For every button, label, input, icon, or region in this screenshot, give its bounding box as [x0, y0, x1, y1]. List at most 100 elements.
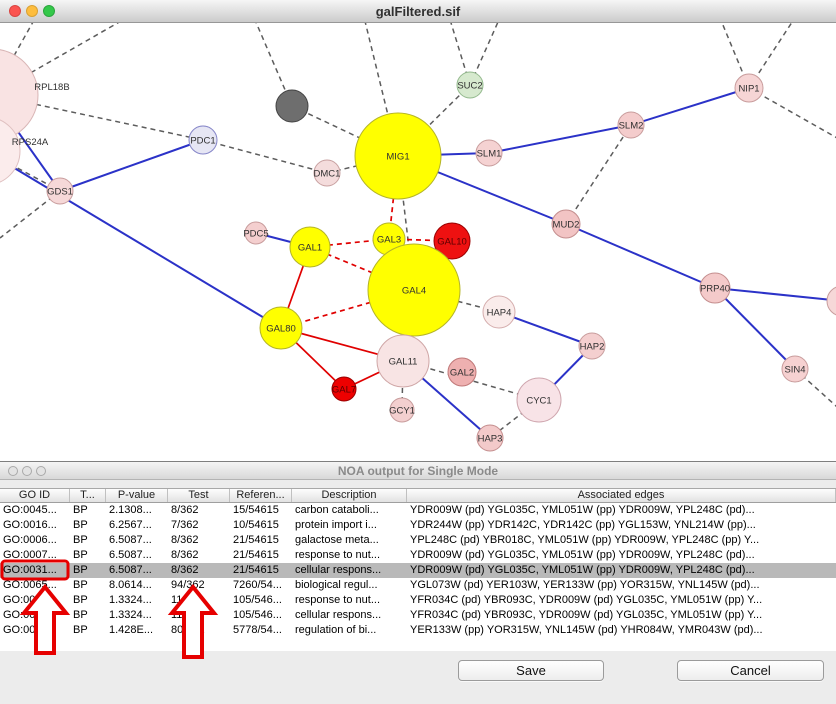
- node-rightnode[interactable]: [826, 286, 836, 316]
- node-GCY1[interactable]: [389, 397, 415, 423]
- edge-dark-offscreen[interactable]: [251, 12, 293, 107]
- node-PDC1[interactable]: [188, 125, 218, 155]
- node-SIN4[interactable]: [781, 355, 809, 383]
- edge-nip1-offscreen[interactable]: [748, 12, 799, 89]
- cancel-button[interactable]: Cancel: [677, 660, 824, 681]
- node-MIG1[interactable]: [354, 112, 442, 200]
- close-button[interactable]: [8, 466, 18, 476]
- edge-slm2-nip1[interactable]: [630, 87, 750, 126]
- table-cell: 105/546...: [233, 609, 282, 621]
- column-header-go-id[interactable]: GO ID: [0, 489, 70, 502]
- node-GAL7[interactable]: [331, 376, 357, 402]
- node-PDC5[interactable]: [244, 221, 268, 245]
- edge-mud2-slm2[interactable]: [565, 124, 632, 225]
- node-label-GAL4: GAL4: [402, 286, 426, 297]
- node-GDS1[interactable]: [46, 177, 74, 205]
- noa-window-titlebar[interactable]: NOA output for Single Mode: [0, 461, 836, 480]
- node-label-GAL3: GAL3: [377, 235, 401, 246]
- node-HAP2[interactable]: [578, 332, 606, 360]
- minimize-button[interactable]: [22, 466, 32, 476]
- node-label-SLM2: SLM2: [619, 121, 644, 132]
- table-cell: 7/362: [171, 519, 199, 531]
- node-HAP4[interactable]: [482, 295, 516, 329]
- node-GAL10[interactable]: [433, 222, 471, 260]
- table-cell: GO:0007...: [3, 549, 57, 561]
- zoom-button[interactable]: [43, 5, 55, 17]
- edge-nip1-offscreen[interactable]: [748, 87, 836, 143]
- edge-mud2-prp40[interactable]: [565, 223, 716, 289]
- table-cell: GO:0016...: [3, 519, 57, 531]
- node-label-PDC1: PDC1: [190, 136, 215, 147]
- table-cell: 105/546...: [233, 594, 282, 606]
- table-cell: 1.3324...: [109, 609, 152, 621]
- edge-gal80-rps24a[interactable]: [0, 151, 282, 329]
- node-dark[interactable]: [275, 89, 309, 123]
- network-graph: GDS1PDC1DMC1MIG1SUC2SLM1SLM2NIP1MUD2PRP4…: [0, 12, 836, 452]
- close-button[interactable]: [9, 5, 21, 17]
- node-CYC1[interactable]: [516, 377, 562, 423]
- table-cell: YPL248C (pd) YBR018C, YML051W (pp) YDR00…: [410, 534, 760, 546]
- node-GAL80[interactable]: [259, 306, 303, 350]
- table-cell: GO:0031...: [3, 564, 57, 576]
- table-cell: YFR034C (pd) YBR093C, YDR009W (pd) YGL03…: [410, 594, 763, 606]
- node-NIP1[interactable]: [734, 73, 764, 103]
- edge-pdc1-dmc1[interactable]: [202, 139, 328, 174]
- column-header-p-value[interactable]: P-value: [106, 489, 168, 502]
- table-cell: 10/54615: [233, 519, 279, 531]
- edge-dark-mig1[interactable]: [291, 105, 399, 157]
- node-GAL1[interactable]: [289, 226, 331, 268]
- table-cell: regulation of bi...: [295, 624, 377, 636]
- zoom-button[interactable]: [36, 466, 46, 476]
- edge-mig1-suc2[interactable]: [397, 84, 471, 157]
- edge-slm1-slm2[interactable]: [488, 124, 632, 154]
- node-rps24a[interactable]: [0, 117, 21, 185]
- minimize-button[interactable]: [26, 5, 38, 17]
- node-GAL11[interactable]: [376, 334, 430, 388]
- node-MUD2[interactable]: [551, 209, 581, 239]
- edge-bigleft-offscreen[interactable]: [0, 12, 39, 95]
- table-cell: 21/54615: [233, 534, 279, 546]
- column-header-description[interactable]: Description: [292, 489, 407, 502]
- network-window-titlebar[interactable]: galFiltered.sif: [0, 0, 836, 23]
- node-DMC1[interactable]: [313, 159, 341, 187]
- table-cell: response to nut...: [295, 549, 380, 561]
- edge-prp40-sin4[interactable]: [714, 287, 796, 370]
- node-GAL2[interactable]: [447, 357, 477, 387]
- node-SLM2[interactable]: [617, 111, 645, 139]
- table-cell: 7260/54...: [233, 579, 282, 591]
- node-SUC2[interactable]: [456, 71, 484, 99]
- node-GAL4[interactable]: [367, 243, 461, 337]
- edge-hap4-hap2[interactable]: [498, 311, 593, 347]
- node-label-GAL7: GAL7: [332, 385, 356, 396]
- node-label-HAP4: HAP4: [487, 308, 512, 319]
- table-cell: 21/54615: [233, 549, 279, 561]
- column-header-associated-edges[interactable]: Associated edges: [407, 489, 836, 502]
- column-header-referen-[interactable]: Referen...: [230, 489, 292, 502]
- save-button[interactable]: Save: [458, 660, 604, 681]
- window-title: NOA output for Single Mode: [337, 463, 499, 478]
- node-label-HAP2: HAP2: [580, 342, 605, 353]
- edge-mig1-offscreen[interactable]: [362, 12, 399, 157]
- node-PRP40[interactable]: [699, 272, 731, 304]
- node-SLM1[interactable]: [475, 139, 503, 167]
- column-header-t-[interactable]: T...: [70, 489, 106, 502]
- column-header-test[interactable]: Test: [168, 489, 230, 502]
- node-HAP3[interactable]: [476, 424, 504, 452]
- edge-gds1-pdc1[interactable]: [59, 139, 204, 192]
- edge-prp40-rightnode[interactable]: [714, 287, 836, 302]
- node-bigleft[interactable]: [0, 49, 39, 141]
